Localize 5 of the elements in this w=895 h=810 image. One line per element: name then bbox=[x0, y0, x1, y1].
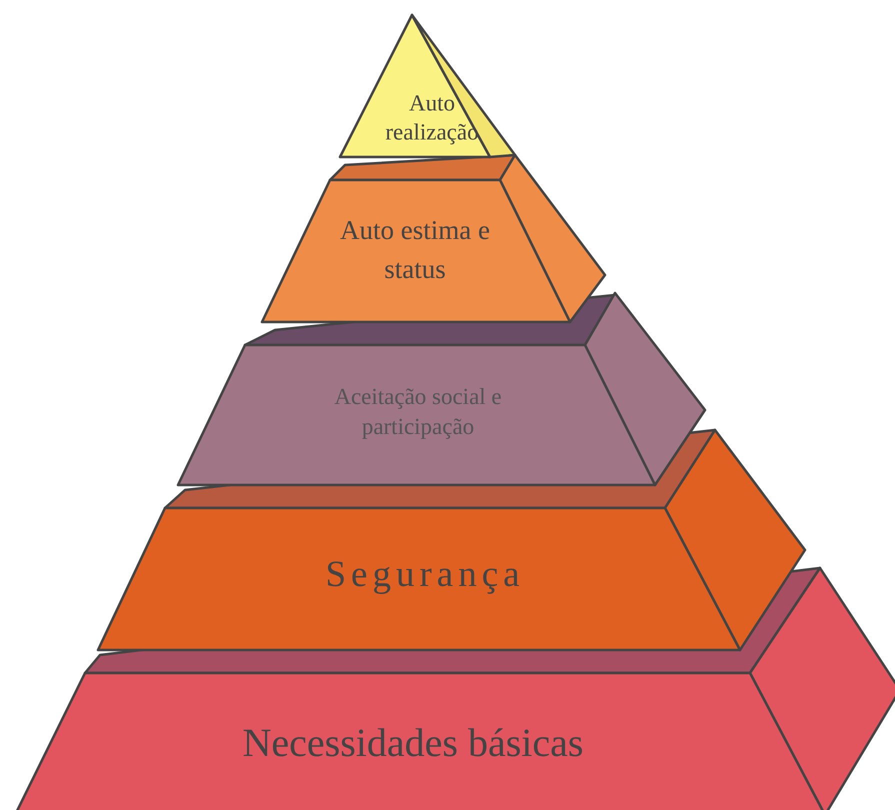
tier-label: Necessidades básicas bbox=[242, 719, 584, 767]
tier-label: Auto estima e status bbox=[339, 214, 491, 286]
tier-label: Segurança bbox=[324, 552, 526, 597]
tier-label: Aceitação social e participação bbox=[333, 383, 503, 441]
tier-label: Auto realização bbox=[384, 89, 480, 146]
